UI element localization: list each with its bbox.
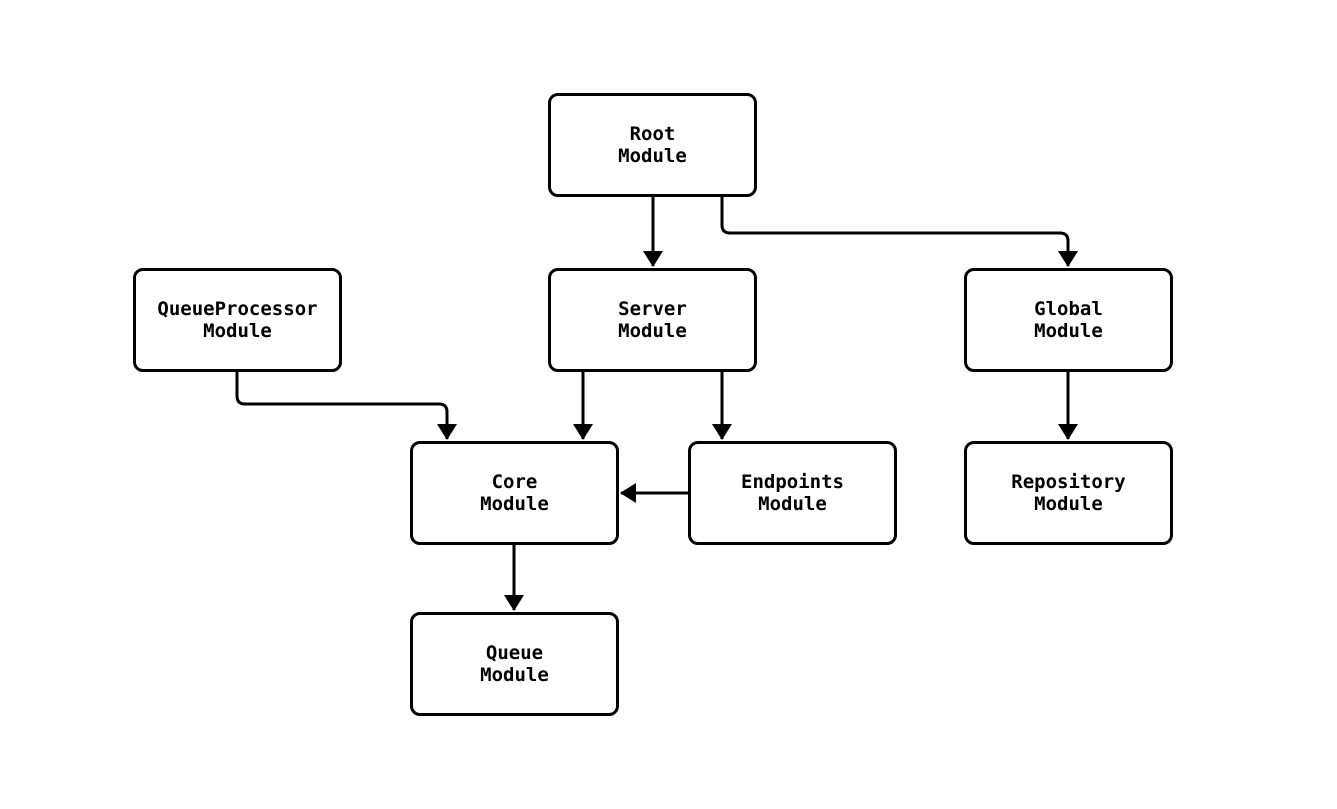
- node-root-module: Root Module: [548, 93, 757, 197]
- edge-root-to-global: [720, 197, 1078, 267]
- edge-queueprocessor-to-core: [235, 372, 457, 440]
- node-queue-module: Queue Module: [410, 612, 619, 716]
- node-endpoints-module: Endpoints Module: [688, 441, 897, 545]
- node-repository-module: Repository Module: [964, 441, 1173, 545]
- node-core-module: Core Module: [410, 441, 619, 545]
- node-queueprocessor-module: QueueProcessor Module: [133, 268, 342, 372]
- node-server-module: Server Module: [548, 268, 757, 372]
- node-global-module: Global Module: [964, 268, 1173, 372]
